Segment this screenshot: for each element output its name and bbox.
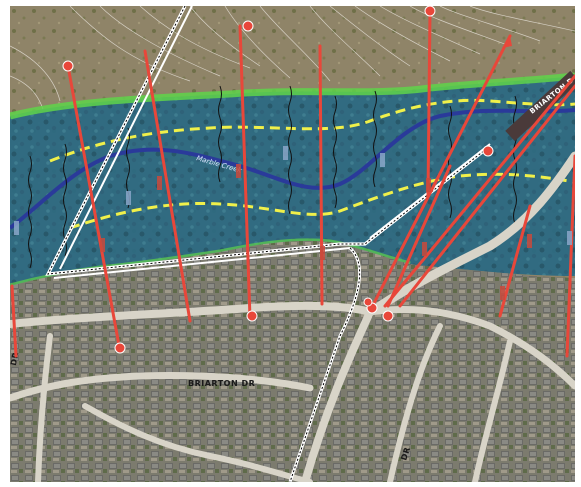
cross-sections (10, 9, 575, 358)
xs2-line[interactable] (143, 49, 192, 323)
floodplain-area (10, 76, 575, 286)
contour-lines (10, 6, 575, 117)
map-canvas: Marble Creek (10, 6, 575, 482)
street-label-lower-left: DR (10, 351, 20, 366)
street-label-lower-right: DR (399, 446, 412, 462)
xs3-line[interactable] (238, 24, 252, 320)
floodplain-edge-top (10, 72, 575, 120)
xs-marker[interactable] (114, 342, 126, 354)
xs12-line[interactable] (386, 164, 452, 308)
xs10-line[interactable] (565, 154, 575, 358)
xs-marker[interactable] (242, 20, 254, 32)
xs6-line[interactable] (368, 34, 512, 313)
xs-markers (62, 6, 494, 354)
xs7-line[interactable] (383, 74, 575, 308)
subdivision-area (10, 240, 575, 482)
xs-marker[interactable] (62, 60, 74, 72)
xs4-line[interactable] (318, 44, 324, 306)
streets (10, 151, 575, 482)
xs-marker[interactable] (246, 310, 258, 322)
xs1-line[interactable] (66, 64, 122, 353)
flood-line-upper (49, 98, 575, 163)
xs11-line[interactable] (10, 284, 18, 358)
xs-marker[interactable] (424, 6, 436, 17)
xs5-line[interactable] (426, 9, 432, 198)
flow-arrow-icon (502, 36, 512, 48)
xs-flags (14, 146, 572, 300)
flood-map-view[interactable]: Marble Creek (10, 6, 575, 482)
briarton-road-ne (505, 70, 575, 142)
creek-channel (10, 108, 575, 230)
xs-marker[interactable] (482, 145, 494, 157)
xs-marker[interactable] (363, 297, 373, 307)
street-label-briarton-dr: BRIARTON DR (188, 379, 255, 388)
xs8-line[interactable] (398, 84, 575, 308)
xs-marker[interactable] (382, 310, 394, 322)
